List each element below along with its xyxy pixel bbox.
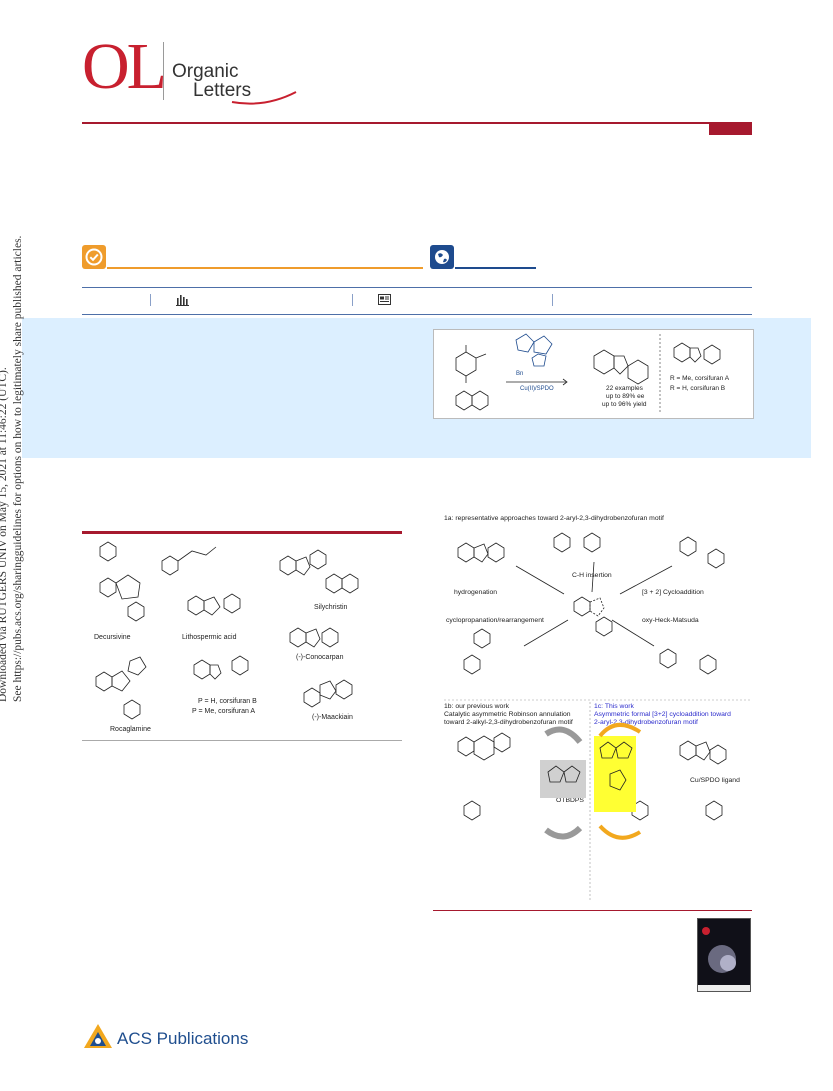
compound-label: (-)-Maackiain	[312, 714, 353, 721]
compound-label: Lithospermic acid	[182, 634, 237, 641]
logo-swoosh-icon	[231, 91, 297, 105]
toc-catalyst: Cu(II)/SPDO	[520, 386, 554, 392]
route-label: oxy-Heck-Matsuda	[642, 617, 699, 624]
publisher-name[interactable]: ACS Publications	[117, 1029, 249, 1048]
toc-examples: 22 examples	[606, 385, 644, 392]
compound-label: P = H, corsifuran B	[198, 698, 257, 705]
figure1-top-rule	[82, 531, 402, 534]
open-access-check-icon[interactable]	[82, 245, 106, 269]
acs-logo-icon	[84, 1024, 112, 1048]
metrics-bar-bottom-rule	[82, 314, 752, 315]
metrics-bar-top-rule	[82, 287, 752, 288]
compound-label: P = Me, corsifuran A	[192, 708, 255, 715]
route-label: C-H insertion	[572, 572, 612, 579]
svg-text:Bn: Bn	[516, 371, 523, 377]
toc-yield: up to 96% yield	[602, 401, 647, 408]
download-notice-line2: See https://pubs.acs.org/sharingguidelin…	[12, 235, 24, 702]
open-access-underline	[107, 267, 423, 269]
scheme-1c-subtitle: Asymmetric formal [3+2] cycloaddition to…	[594, 711, 731, 718]
footnote-rule	[433, 910, 752, 911]
toc-product-b: R = H, corsifuran B	[670, 385, 725, 392]
scheme-1a-title: 1a: representative approaches toward 2-a…	[444, 515, 664, 522]
scheme1: 1a: representative approaches toward 2-a…	[444, 510, 752, 900]
scheme-1b-title: 1b: our previous work	[444, 703, 510, 710]
download-notice-line1: Downloaded via RUTGERS UNIV on May 15, 2…	[0, 367, 9, 702]
logo-divider	[163, 42, 164, 100]
figure1-structures: Decursivine Lithospermic acid Silychrist…	[82, 535, 402, 739]
compound-label: (-)-Conocarpan	[296, 654, 344, 661]
bar-chart-icon[interactable]	[176, 294, 190, 306]
article-icon[interactable]	[378, 294, 392, 306]
download-notice: Downloaded via RUTGERS UNIV on May 15, 2…	[0, 236, 26, 702]
toc-product-a: R = Me, corsifuran A	[670, 375, 730, 382]
metrics-divider	[552, 294, 553, 306]
journal-logo: OL	[82, 30, 167, 103]
toc-graphic: Bn Cu(II)/SPDO 22 examples up to 89% ee …	[433, 329, 754, 419]
metrics-divider	[352, 294, 353, 306]
compound-label: Rocaglamine	[110, 726, 151, 733]
journal-name-line2: Letters	[193, 80, 252, 101]
route-label: cyclopropanation/rearrangement	[446, 617, 544, 624]
compound-label: Decursivine	[94, 634, 131, 641]
scheme-1c-title: 1c: This work	[594, 703, 635, 710]
scheme-1b-subtitle: toward 2-alkyl-2,3-dihydrobenzofuran mot…	[444, 719, 573, 726]
letter-tab	[709, 123, 752, 135]
scheme-1c-subtitle: 2-aryl-2,3-dihydrobenzofuran motif	[594, 719, 698, 726]
metrics-divider	[150, 294, 151, 306]
header-rule	[82, 122, 752, 124]
globe-underline	[455, 267, 536, 269]
toc-ee: up to 89% ee	[606, 393, 645, 400]
protecting-group-label: OTBDPS	[556, 797, 584, 804]
route-label: hydrogenation	[454, 589, 497, 596]
route-label: [3 + 2] Cycloaddition	[642, 589, 704, 596]
scheme-1b-subtitle: Catalytic asymmetric Robinson annulation	[444, 711, 571, 718]
compound-label: Silychristin	[314, 604, 348, 611]
journal-cover-thumbnail[interactable]	[697, 918, 751, 992]
ligand-label: Cu/SPDO ligand	[690, 777, 740, 784]
journal-name-line1: Organic	[172, 61, 239, 82]
figure1-bottom-rule	[82, 740, 402, 741]
globe-icon[interactable]	[430, 245, 454, 269]
